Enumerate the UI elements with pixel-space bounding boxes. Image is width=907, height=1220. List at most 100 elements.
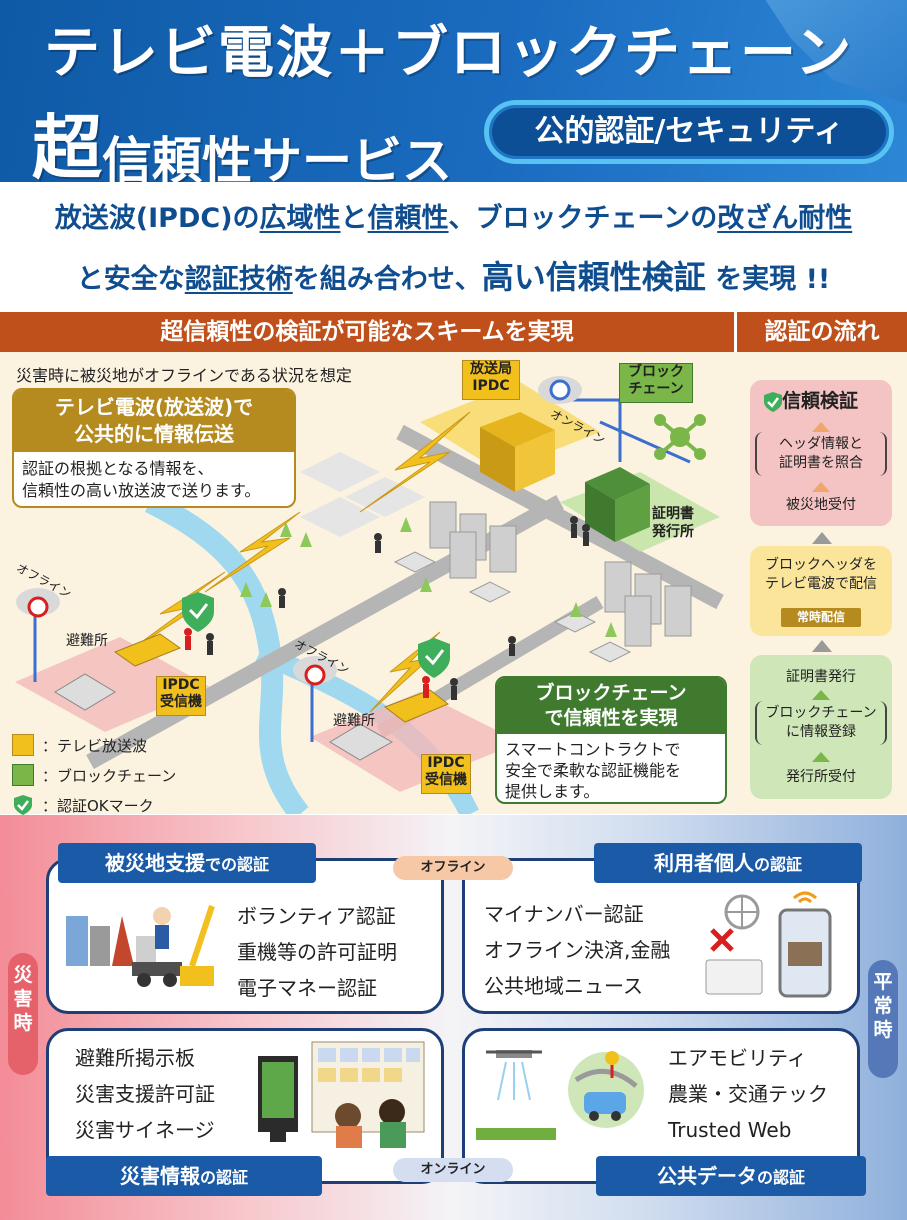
list-item: オフライン決済,金融 <box>484 938 671 962</box>
online-tag: オンライン <box>393 1158 513 1182</box>
card-public-data-head: 公共データの認証 <box>596 1156 866 1196</box>
flow-broadcast-chip: 常時配信 <box>781 608 861 627</box>
list-item: 重機等の許可証明 <box>237 940 397 964</box>
issuer-building <box>615 484 650 542</box>
disaster-support-illustration <box>66 905 215 987</box>
ipdc-receiver-left <box>113 633 182 667</box>
list-item: 公共地域ニュース <box>484 974 643 998</box>
subtitle-text: を実現 !! <box>715 264 831 295</box>
subtitle-emphasis: 信頼性 <box>367 203 449 234</box>
shelter-right <box>329 723 394 761</box>
card-head-text: 利用者個人 <box>653 851 754 875</box>
legend-item-broadcast: ：テレビ放送波 <box>12 730 176 760</box>
station-building <box>515 430 555 492</box>
flow-stage-arrow <box>812 532 832 544</box>
personal-illustration <box>705 891 832 998</box>
blockchain-callout-title: ブロックチェーン で信頼性を実現 <box>497 678 725 734</box>
station-roof <box>480 412 555 447</box>
flow-register-step: ブロックチェーン に情報登録 <box>765 705 877 740</box>
flow-up-arrow <box>812 752 830 762</box>
wifi-icon <box>792 891 818 904</box>
list-item: エアモビリティ <box>668 1046 807 1070</box>
issuer-building <box>585 482 615 542</box>
list-item: Trusted Web <box>668 1118 792 1142</box>
subtitle-emphasis: 認証技術 <box>184 264 293 295</box>
broadcast-callout-title: テレビ電波(放送波)で 公共的に情報伝送 <box>14 390 294 452</box>
shelter-left <box>54 673 116 711</box>
offline-mark-icon <box>304 664 326 686</box>
card-head-text: 災害情報 <box>119 1164 200 1188</box>
issuer-label: 証明書 発行所 <box>652 506 694 540</box>
card-personal-head: 利用者個人の認証 <box>594 843 862 883</box>
station-building <box>480 427 515 492</box>
flow-issue-box <box>750 655 892 799</box>
flow-broadcast-step: ブロックヘッダを テレビ電波で配信 <box>765 557 877 592</box>
legend-item-auth-ok: ：認証OKマーク <box>12 790 176 820</box>
legend-item-blockchain: ：ブロックチェーン <box>12 760 176 790</box>
houses <box>393 551 632 663</box>
subtitle-text: 放送波(IPDC)の <box>54 203 260 234</box>
flow-up-arrow <box>812 422 830 432</box>
card-head-suffix: での認証 <box>204 855 269 874</box>
public-data-illustration <box>476 1050 644 1140</box>
blockchain-label: ブロック チェーン <box>619 363 693 403</box>
flow-up-arrow <box>812 690 830 700</box>
people-highlight <box>184 628 430 698</box>
card-head-suffix: の認証 <box>199 1168 248 1187</box>
card-head-suffix: の認証 <box>756 1168 805 1187</box>
title-rest: 信頼性サービス <box>102 132 452 182</box>
card-disaster-support-head: 被災地支援での認証 <box>58 843 316 883</box>
subtitle-text: 、ブロックチェーンの <box>448 203 718 234</box>
ipdc-receiver-label-left: IPDC 受信機 <box>156 676 206 716</box>
ipdc-receiver-right <box>383 689 449 723</box>
scheme-map <box>15 376 724 814</box>
trees <box>240 517 617 637</box>
network-link <box>599 420 691 464</box>
flow-verify-step: ヘッダ情報と 証明書を照合 <box>779 436 863 471</box>
flow-verify-receive: 被災地受付 <box>786 497 856 513</box>
list-item: 避難所掲示板 <box>75 1046 195 1070</box>
disaster-info-illustration <box>258 1041 425 1148</box>
subtitle-line2: と安全な認証技術を組み合わせ、高い信頼性検証 を実現 !! <box>0 252 907 298</box>
disaster-side-label: 災 害 時 <box>8 953 38 1075</box>
page-title: テレビ電波＋ブロックチェーン <box>44 21 854 86</box>
city-buildings <box>429 501 692 647</box>
card-disaster-support-list: ボランティア認証 重機等の許可証明 電子マネー認証 <box>237 898 397 1006</box>
ipdc-receiver-label-right: IPDC 受信機 <box>421 754 471 794</box>
legend-label: ：認証OKマーク <box>42 796 154 815</box>
station-label: 放送局 IPDC <box>462 360 520 400</box>
subtitle-text: を組み合わせ、 <box>292 264 482 295</box>
title-big-char: 超 <box>32 107 102 182</box>
auth-ok-icon <box>418 638 450 678</box>
cloud-online-icon <box>538 376 582 404</box>
shield-check-icon <box>764 392 782 412</box>
card-head-text: 被災地支援 <box>104 851 205 875</box>
parking-lots <box>300 452 425 537</box>
broadcast-callout: テレビ電波(放送波)で 公共的に情報伝送 認証の根拠となる情報を、 信頼性の高い… <box>12 388 296 508</box>
category-badge: 公的認証/セキュリティ <box>484 100 894 164</box>
card-disaster-support <box>46 858 444 1014</box>
offline-mark-icon <box>27 596 49 618</box>
subtitle-emphasis: 改ざん耐性 <box>717 203 853 234</box>
normal-side-label: 平 常 時 <box>868 960 898 1078</box>
flow-bracket <box>755 701 887 745</box>
legend-swatch <box>12 734 34 756</box>
legend-label: ：テレビ放送波 <box>42 736 148 755</box>
flow-issuer-receive: 発行所受付 <box>786 769 856 785</box>
legend-swatch <box>12 764 34 786</box>
card-disaster-info-list: 避難所掲示板 災害支援許可証 災害サイネージ <box>75 1040 215 1148</box>
list-item: 災害支援許可証 <box>75 1082 215 1106</box>
flow-section-title: 認証の流れ <box>737 312 907 352</box>
legend: ：テレビ放送波 ：ブロックチェーン ：認証OKマーク <box>12 730 176 820</box>
flow-stage-arrow <box>812 640 832 652</box>
people <box>206 516 590 700</box>
shield-check-icon <box>14 795 32 815</box>
scenario-note: 災害時に被災地がオフラインである状況を想定 <box>16 366 352 385</box>
list-item: 災害サイネージ <box>75 1118 215 1142</box>
page-title-line2: 超信頼性サービス <box>32 92 452 182</box>
card-personal-list: マイナンバー認証 オフライン決済,金融 公共地域ニュース <box>484 896 670 1004</box>
blockchain-node-icon <box>654 414 706 460</box>
blockchain-callout-body: スマートコントラクトで 安全で柔軟な認証機能を 提供します。 <box>505 740 682 801</box>
header-banner: テレビ電波＋ブロックチェーン 超信頼性サービス 公的認証/セキュリティ <box>0 0 907 182</box>
list-item: 電子マネー認証 <box>237 976 377 1000</box>
